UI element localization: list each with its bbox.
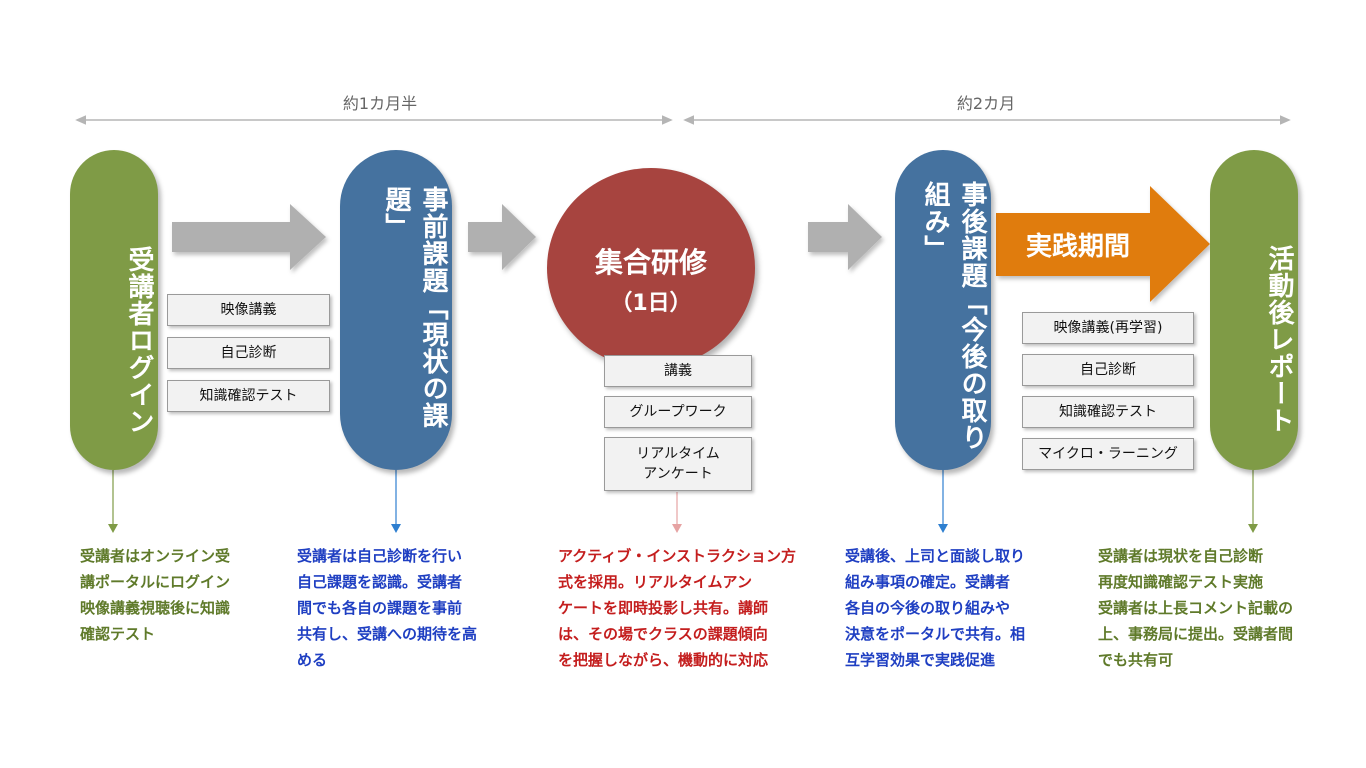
post-item-self-diagnosis: 自己診断 [1022,354,1194,386]
flow-arrow-3 [808,204,882,270]
training-item-realtime-survey: リアルタイム アンケート [604,437,752,491]
pre-item-video-lecture: 映像講義 [167,294,330,326]
connector-post-task [938,470,948,533]
stage-post-task-label: 事後課題「今後の取り組み」 [920,181,987,451]
pre-item-knowledge-test: 知識確認テスト [167,380,330,412]
post-item-micro-learning: マイクロ・ラーニング [1022,438,1194,470]
training-item-lecture: 講義 [604,355,752,387]
post-item-knowledge-test: 知識確認テスト [1022,396,1194,428]
practice-period-arrow [996,186,1210,302]
timeline-label-2: 約2カ月 [956,94,1016,113]
post-item-video-relearn: 映像講義(再学習) [1022,312,1194,344]
connector-pre-task [391,470,401,533]
stage-training-title: 集合研修 [594,246,707,279]
timeline-label-1: 約1カ月半 [342,94,418,113]
stage-login: 受講者ログイン [70,150,158,470]
stage-login-label: 受講者ログイン [124,245,154,435]
flow-arrow-2 [468,204,536,270]
stage-training-subtitle: （1日） [610,291,692,316]
practice-period-label: 実践期間 [1025,232,1130,262]
note-pre-task: 受講者は自己診断を行い 自己課題を認識。受講者 間でも各自の課題を事前 共有し、… [297,547,478,669]
stage-post-task: 事後課題「今後の取り組み」 [895,150,991,470]
training-item-group-work: グループワーク [604,396,752,428]
stage-report: 活動後レポート [1210,150,1298,470]
flow-arrow-1 [172,204,326,270]
stage-report-label: 活動後レポート [1264,244,1294,434]
stage-pre-task: 事前課題「現状の課題」 [340,150,452,470]
pre-item-self-diagnosis: 自己診断 [167,337,330,369]
connector-training [672,492,682,533]
note-login: 受講者はオンライン受 講ポータルにログイン 映像講義視聴後に知識 確認テスト [80,547,231,643]
note-training: アクティブ・インストラクション方 式を採用。リアルタイムアン ケートを即時投影し… [558,547,797,669]
connector-report [1248,470,1258,533]
stage-training: 集合研修 （1日） [547,168,755,368]
note-post-task: 受講後、上司と面談し取り 組み事項の確定。受講者 各自の今後の取り組みや 決意を… [845,547,1026,669]
connector-login [108,470,118,533]
note-report: 受講者は現状を自己診断 再度知識確認テスト実施 受講者は上長コメント記載の 上、… [1098,547,1294,669]
stage-pre-task-label: 事前課題「現状の課題」 [381,186,448,429]
